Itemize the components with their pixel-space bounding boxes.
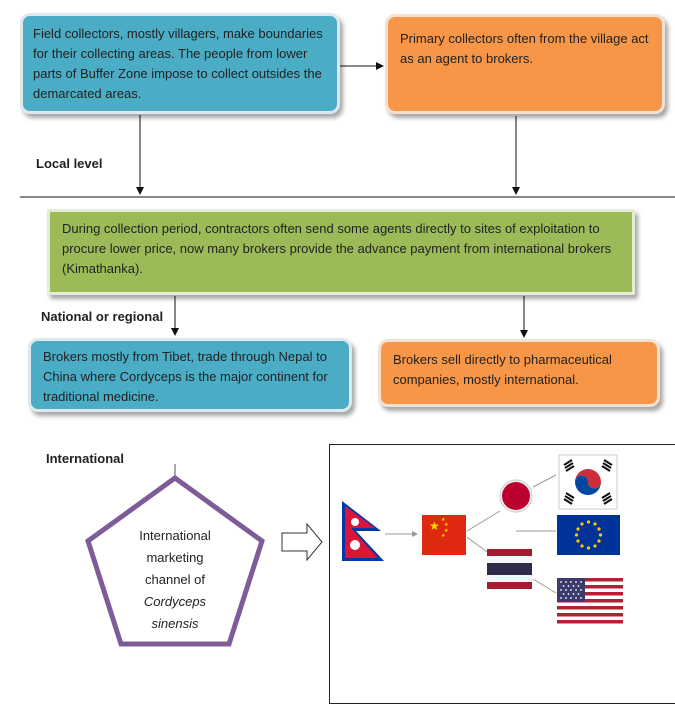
field-collectors-box: Field collectors, mostly villagers, make… bbox=[20, 13, 340, 114]
flags-diagram: ★ ★ ★ ★ ★ bbox=[342, 454, 623, 624]
international-level-label: International bbox=[46, 451, 125, 466]
collection-period-box: During collection period, contractors of… bbox=[47, 209, 635, 295]
hollow-arrow bbox=[281, 522, 323, 562]
flags-panel: ★ ★ ★ ★ ★ bbox=[329, 444, 675, 704]
field-collectors-text: Field collectors, mostly villagers, make… bbox=[33, 26, 323, 101]
south-korea-flag bbox=[558, 454, 618, 510]
pentagon-line-1: International bbox=[139, 528, 211, 543]
collection-period-text: During collection period, contractors of… bbox=[62, 221, 612, 276]
svg-text:★: ★ bbox=[429, 519, 440, 533]
national-level-label: National or regional bbox=[41, 309, 164, 324]
usa-flag bbox=[557, 578, 623, 624]
pentagon-line-4: Cordyceps bbox=[143, 594, 207, 609]
svg-text:★: ★ bbox=[444, 522, 449, 528]
pentagon-line-2: marketing bbox=[146, 550, 204, 565]
brokers-tibet-text: Brokers mostly from Tibet, trade through… bbox=[43, 349, 328, 404]
brokers-pharma-text: Brokers sell directly to pharmaceutical … bbox=[393, 352, 612, 387]
japan-flag bbox=[499, 479, 533, 513]
pentagon-line-5: sinensis bbox=[151, 616, 199, 631]
thailand-flag bbox=[487, 549, 532, 589]
nepal-flag bbox=[342, 501, 384, 561]
local-level-label: Local level bbox=[36, 156, 103, 171]
brokers-pharma-box: Brokers sell directly to pharmaceutical … bbox=[378, 339, 660, 407]
brokers-tibet-box: Brokers mostly from Tibet, trade through… bbox=[28, 338, 352, 412]
primary-collectors-box: Primary collectors often from the villag… bbox=[385, 14, 665, 114]
pentagon-line-3: channel of bbox=[145, 572, 205, 587]
china-flag: ★ ★ ★ ★ ★ bbox=[422, 515, 466, 555]
svg-text:★: ★ bbox=[441, 533, 446, 539]
svg-text:★: ★ bbox=[441, 517, 446, 523]
primary-collectors-text: Primary collectors often from the villag… bbox=[400, 31, 649, 66]
pentagon-label: International marketing channel of Cordy… bbox=[117, 525, 233, 635]
pentagon-shape bbox=[85, 474, 265, 647]
eu-flag bbox=[557, 515, 620, 555]
svg-text:★: ★ bbox=[444, 528, 449, 534]
